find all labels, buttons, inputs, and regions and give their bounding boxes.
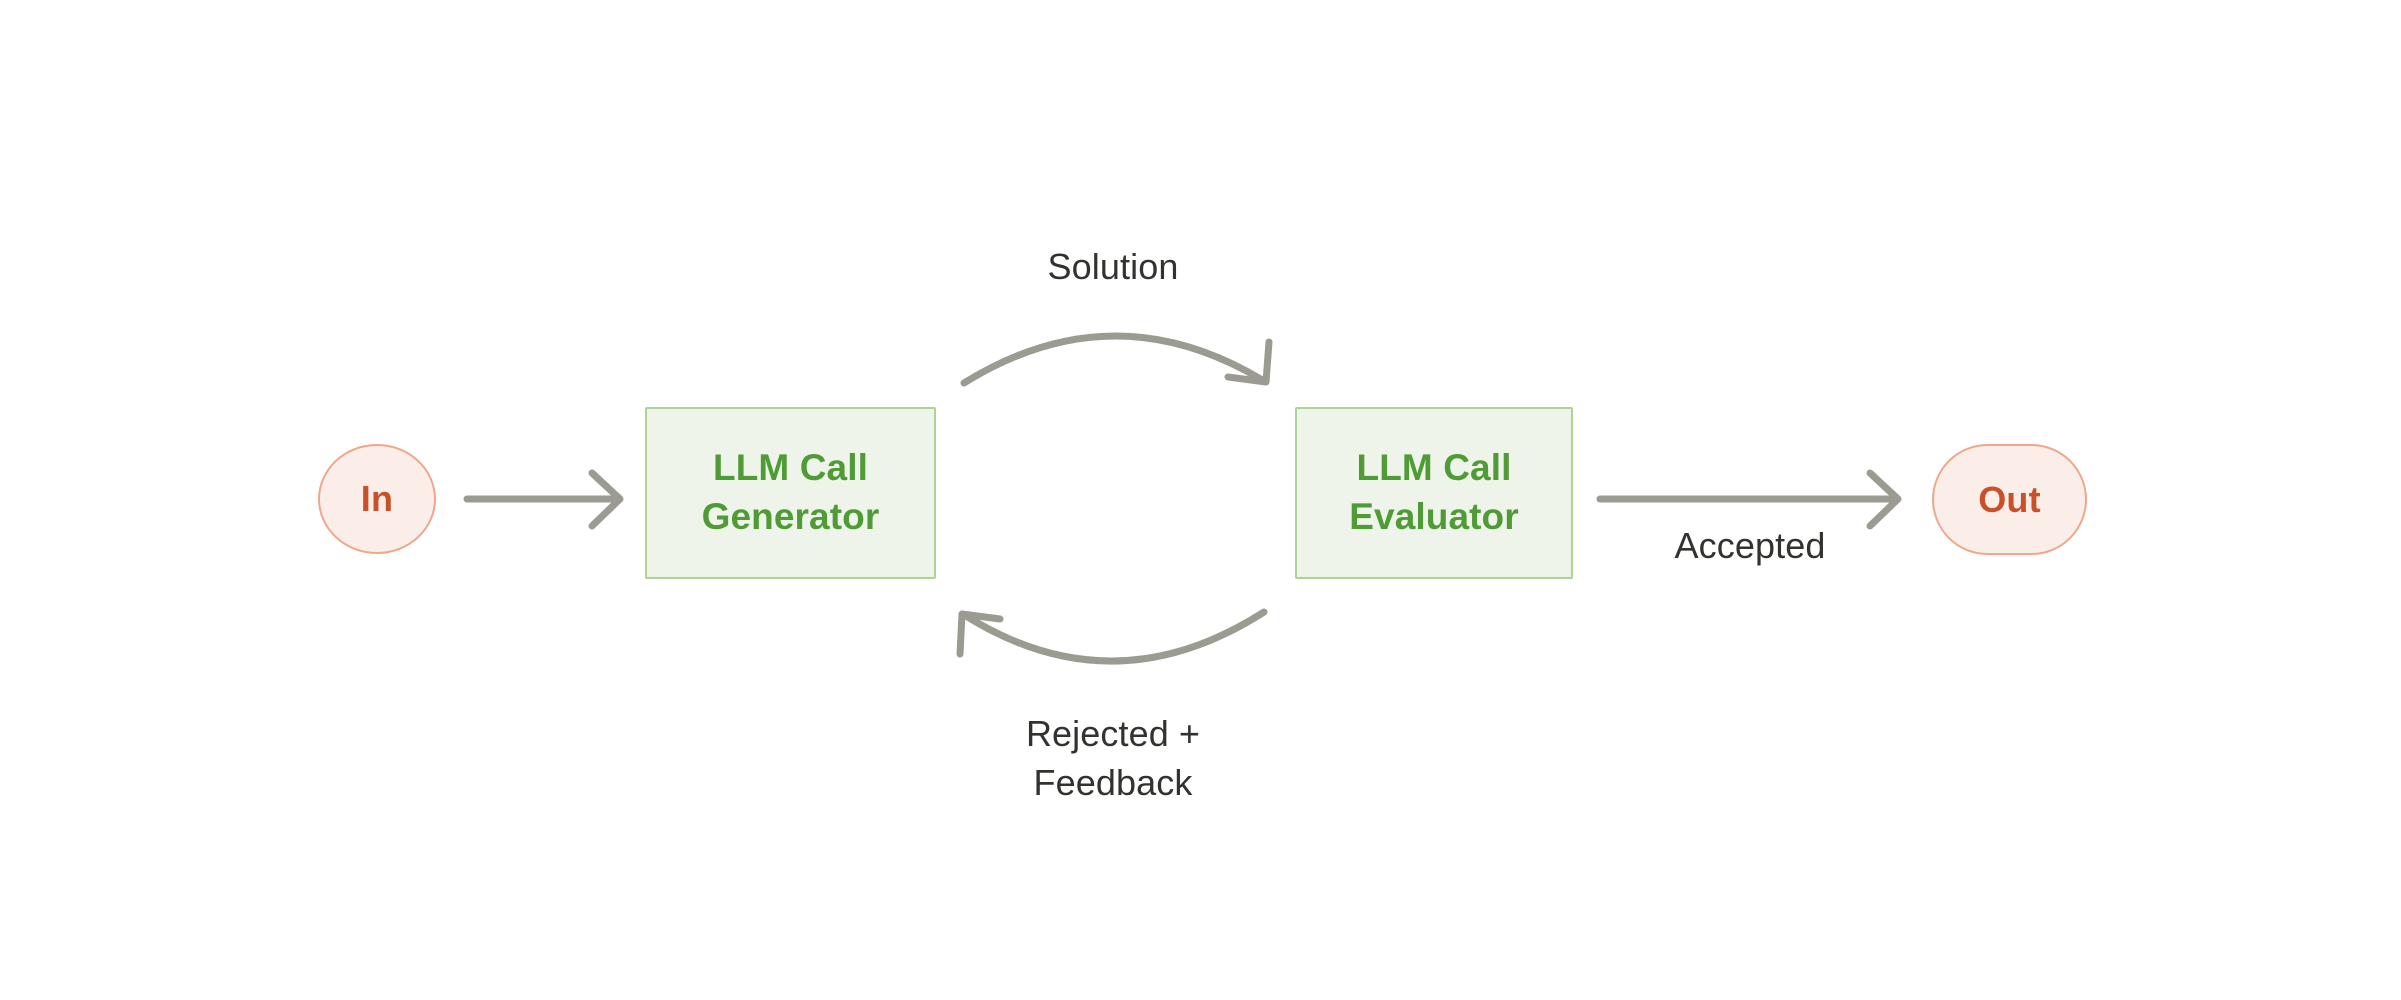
node-in[interactable]: In	[318, 444, 436, 554]
edge-label-solution: Solution	[1047, 246, 1179, 287]
edge-in-to-generator	[463, 469, 624, 530]
node-llm-call-generator-label: LLM Call Generator	[701, 447, 880, 537]
edge-generator-to-evaluator	[960, 332, 1273, 387]
arrowhead-in-to-generator	[588, 469, 624, 530]
edge-label-accepted: Accepted	[1674, 525, 1826, 566]
arrowhead-evaluator-to-generator	[956, 610, 1004, 658]
node-llm-call-evaluator[interactable]: LLM Call Evaluator	[1295, 407, 1573, 579]
arrowhead-evaluator-to-out	[1866, 469, 1902, 530]
edge-label-rejected-feedback: Rejected + Feedback	[1025, 713, 1201, 803]
node-in-label: In	[360, 478, 394, 519]
node-out[interactable]: Out	[1932, 444, 2087, 555]
edge-evaluator-to-out	[1596, 469, 1902, 530]
node-llm-call-generator[interactable]: LLM Call Generator	[645, 407, 936, 579]
node-out-label: Out	[1978, 478, 2041, 520]
node-llm-call-evaluator-label: LLM Call Evaluator	[1349, 447, 1519, 537]
arrowhead-generator-to-evaluator	[1224, 338, 1273, 386]
edge-evaluator-to-generator	[956, 608, 1268, 665]
